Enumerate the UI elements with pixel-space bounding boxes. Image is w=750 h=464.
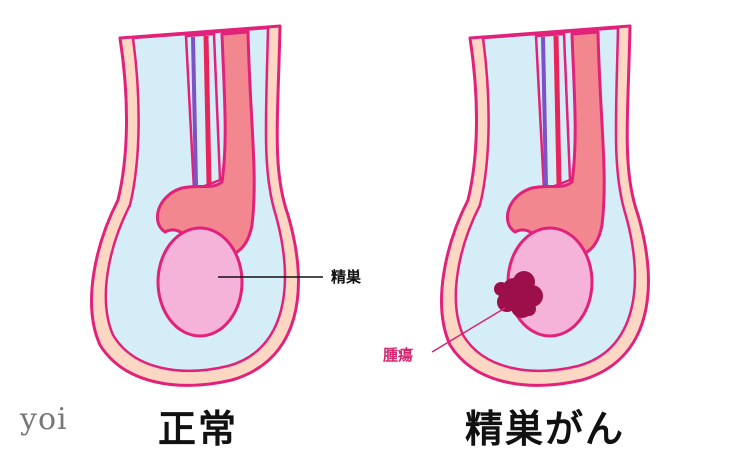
tumor-mass — [494, 271, 543, 318]
normal-caption: 正常 — [158, 407, 239, 451]
yoi-logo: yoi — [20, 402, 68, 437]
testis-label: 精巣 — [331, 268, 362, 286]
tumor-leader-line — [431, 307, 506, 353]
cancer-caption: 精巣がん — [465, 407, 626, 451]
tumor-label: 腫瘍 — [383, 346, 414, 364]
cancer-testis-illustration — [442, 26, 649, 385]
normal-testis-illustration — [92, 26, 299, 385]
